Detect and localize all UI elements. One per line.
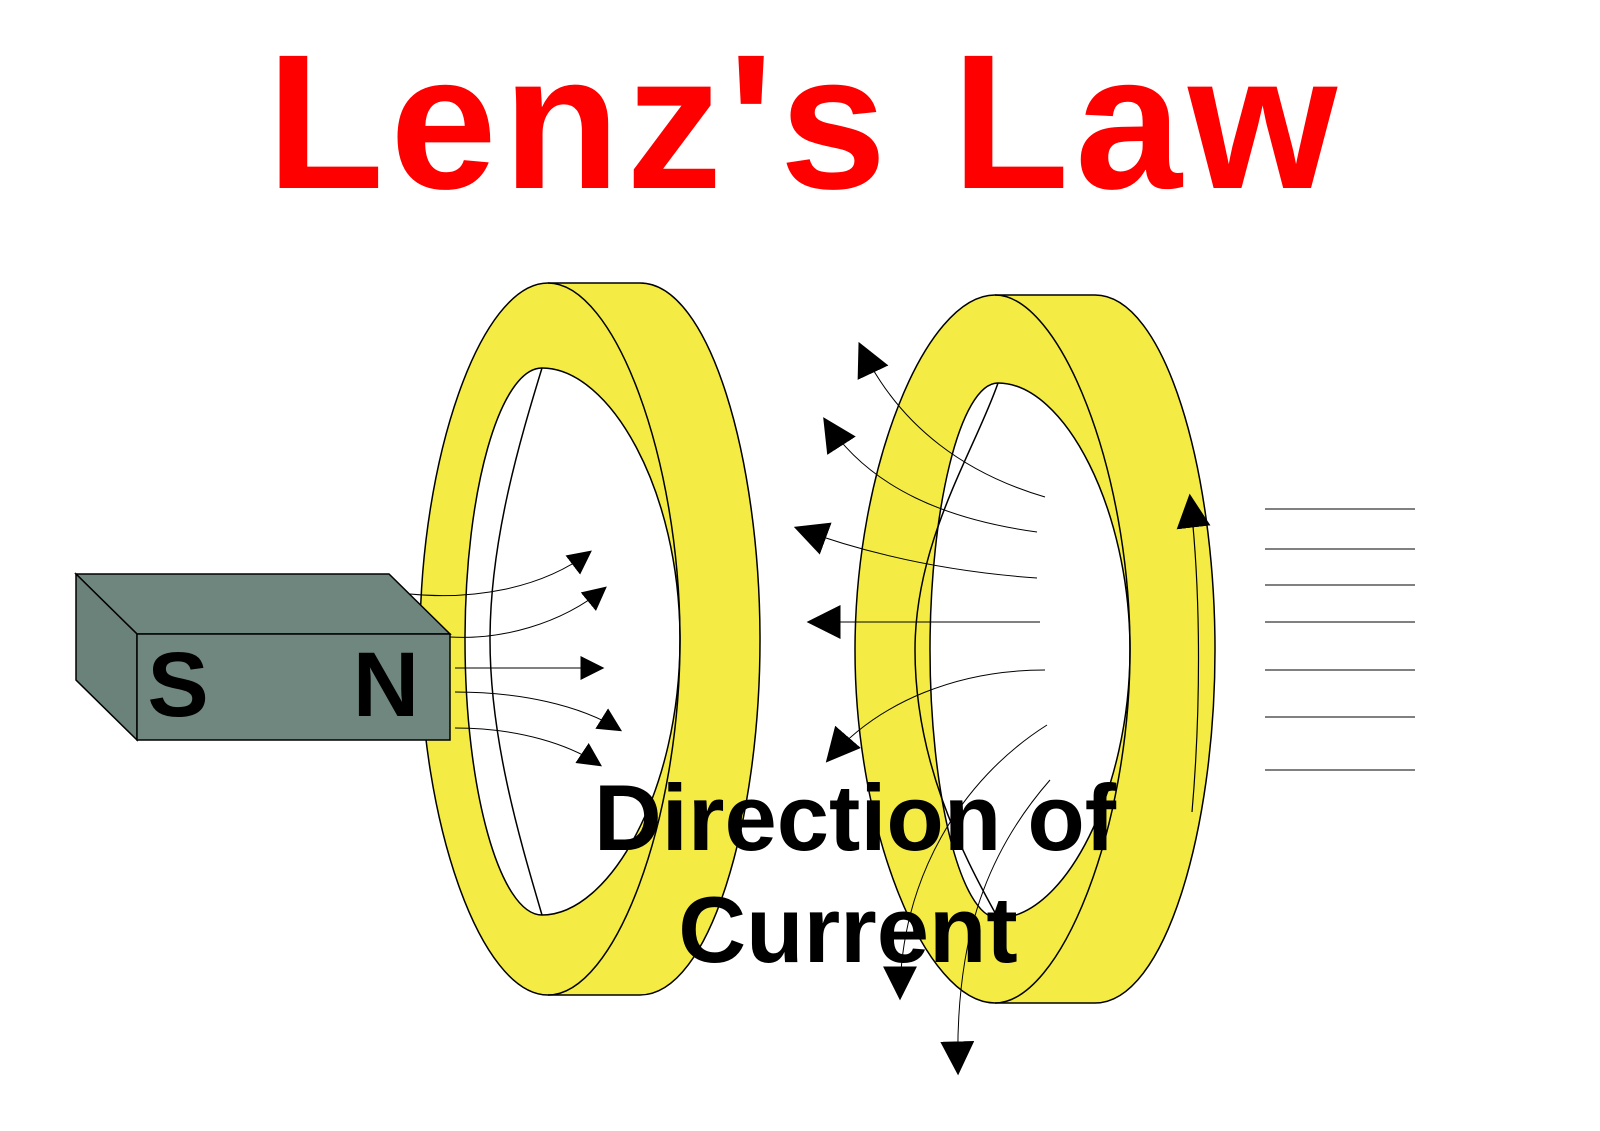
magnet-field-line-2 <box>449 586 607 638</box>
induced-field-line-2 <box>823 417 1038 533</box>
caption-line-2: Current <box>678 877 1017 982</box>
bar-magnet: S N <box>74 572 452 742</box>
downward-line-1 <box>883 724 1048 1001</box>
magnet-south-pole-label: S <box>147 634 208 736</box>
downward-field-lines <box>883 724 1051 1076</box>
external-field-lines <box>1265 508 1415 771</box>
right-ring-outer-edge <box>854 294 996 1004</box>
current-direction-arrow <box>1176 493 1211 813</box>
right-ring-inner-depth <box>914 382 999 919</box>
left-ring-band <box>420 283 760 995</box>
caption-line-1: Direction of <box>594 765 1117 870</box>
left-ring-inner-hole <box>464 367 681 916</box>
magnet-field-lines <box>409 550 623 767</box>
right-ring-band <box>855 295 1215 1003</box>
magnet-field-line-5 <box>454 727 602 767</box>
page-title: Lenz's Law <box>267 14 1344 229</box>
magnet-north-pole-label: N <box>353 634 419 736</box>
induced-field-line-3 <box>793 522 1038 579</box>
magnet-front-face <box>136 633 451 741</box>
left-ring-outer-right-edge <box>639 282 761 996</box>
right-coil-ring <box>854 294 1216 1004</box>
magnet-field-line-1 <box>409 550 592 597</box>
downward-line-2 <box>940 779 1051 1076</box>
magnet-top-face <box>74 573 452 635</box>
right-ring-outer-right-edge <box>1094 294 1216 1004</box>
induced-field-line-5 <box>825 669 1046 763</box>
right-ring-inner-hole <box>929 382 1131 919</box>
induced-field-line-1 <box>857 341 1046 498</box>
induced-field-lines <box>793 341 1046 763</box>
left-ring-inner-depth <box>489 367 543 916</box>
magnet-field-line-4 <box>454 691 623 732</box>
